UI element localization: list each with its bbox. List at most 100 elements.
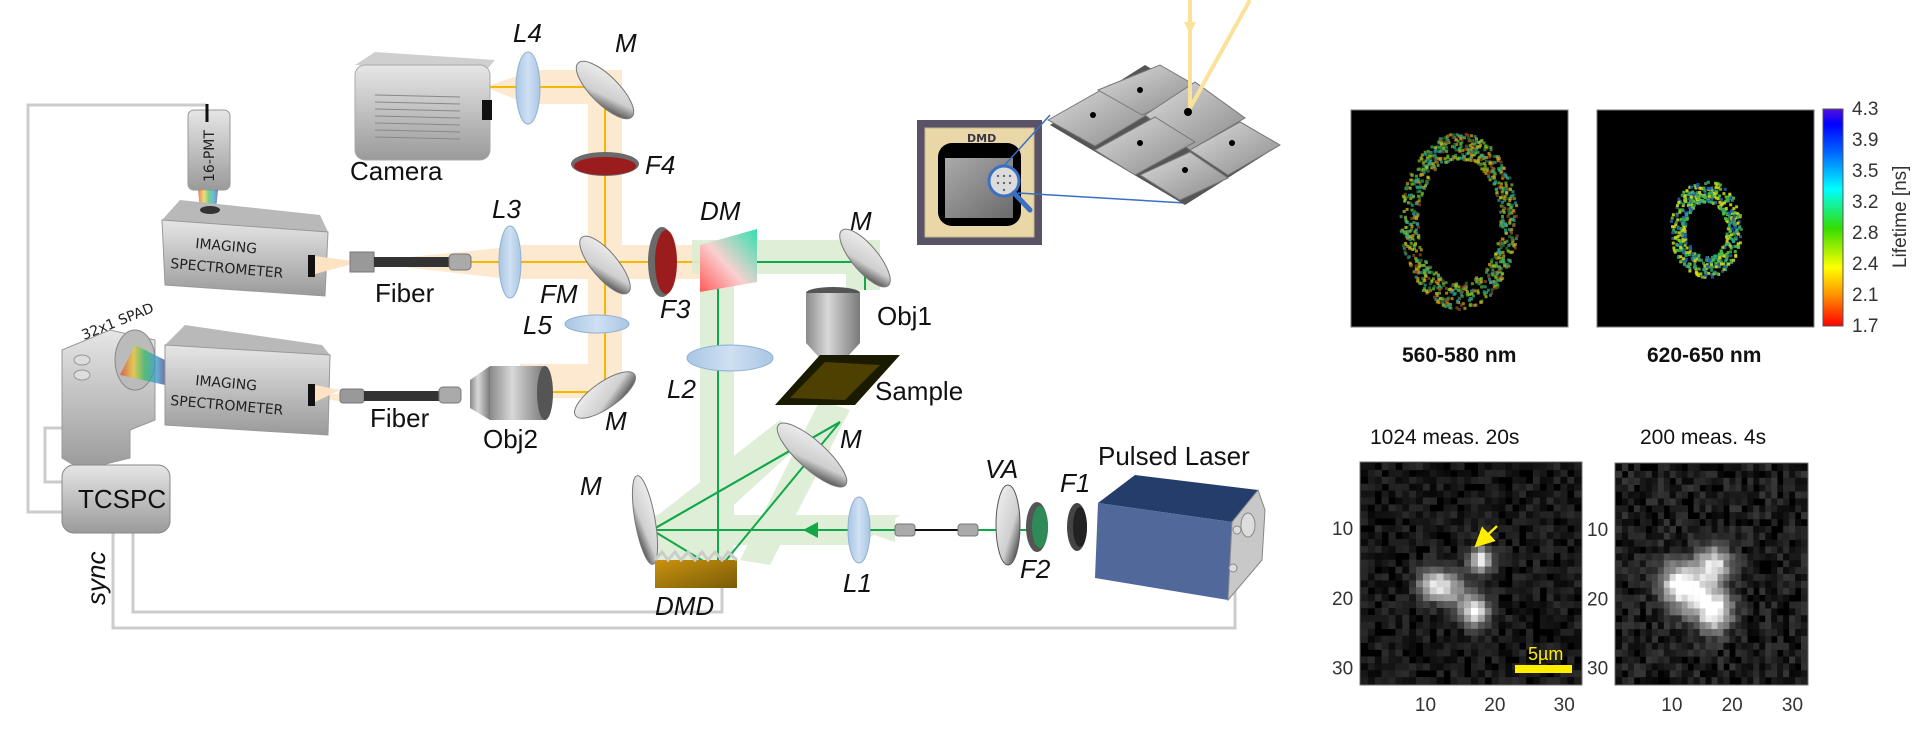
lifetime-pixel xyxy=(1449,133,1453,137)
lifetime-pixel xyxy=(1736,216,1740,220)
intensity-pixel xyxy=(1675,464,1682,472)
intensity-pixel xyxy=(1765,470,1772,479)
lifetime-pixel xyxy=(1729,233,1733,237)
intensity-pixel xyxy=(1765,477,1772,485)
lifetime-pixel xyxy=(1497,155,1500,159)
intensity-pixel xyxy=(1723,484,1730,492)
intensity-pixel xyxy=(1464,559,1472,567)
lifetime-pixel xyxy=(1426,175,1430,179)
lifetime-pixel xyxy=(1426,169,1430,173)
intensity-pixel xyxy=(1693,587,1700,595)
intensity-pixel xyxy=(1687,649,1694,657)
intensity-pixel xyxy=(1409,677,1417,685)
intensity-pixel xyxy=(1429,497,1437,505)
intensity-pixel xyxy=(1765,656,1772,664)
lifetime-pixel xyxy=(1453,136,1457,140)
lifetime-pixel xyxy=(1450,297,1454,301)
intensity-pixel xyxy=(1633,546,1641,554)
x-tick: 30 xyxy=(1782,695,1803,716)
intensity-pixel xyxy=(1657,574,1665,582)
lifetime-pixel xyxy=(1722,262,1726,266)
lifetime-pixel xyxy=(1510,228,1514,232)
intensity-pixel xyxy=(1681,615,1688,623)
mirror-left-excitation-label: M xyxy=(580,471,602,501)
intensity-pixel xyxy=(1777,546,1784,554)
intensity-pixel xyxy=(1693,567,1700,575)
intensity-pixel xyxy=(1723,608,1730,616)
lifetime-pixel xyxy=(1709,265,1713,269)
intensity-pixel xyxy=(1765,635,1772,644)
intensity-pixel xyxy=(1416,580,1424,588)
intensity-pixel xyxy=(1381,677,1389,685)
intensity-pixel xyxy=(1532,463,1541,471)
lifetime-pixel xyxy=(1464,132,1468,136)
lifetime-pixel xyxy=(1416,168,1420,172)
intensity-pixel xyxy=(1669,594,1676,602)
intensity-pixel xyxy=(1753,470,1760,479)
lifetime-pixel xyxy=(1409,196,1413,200)
lifetime-pixel xyxy=(1412,216,1416,220)
intensity-pixel xyxy=(1705,615,1712,623)
intensity-pixel xyxy=(1759,491,1766,499)
intensity-pixel xyxy=(1729,532,1736,540)
intensity-pixel xyxy=(1512,559,1520,567)
lifetime-pixel xyxy=(1737,245,1741,249)
lifetime-pixel xyxy=(1406,244,1410,248)
lifetime-pixel xyxy=(1688,266,1692,270)
intensity-pixel xyxy=(1741,615,1748,623)
intensity-pixel xyxy=(1681,587,1688,595)
intensity-pixel xyxy=(1505,552,1513,560)
intensity-pixel xyxy=(1705,594,1712,602)
intensity-pixel xyxy=(1777,498,1784,506)
intensity-pixel xyxy=(1681,574,1688,582)
intensity-pixel xyxy=(1723,615,1730,623)
lifetime-pixel xyxy=(1499,166,1503,170)
intensity-pixel xyxy=(1416,635,1424,643)
lifetime-pixel xyxy=(1724,207,1728,210)
intensity-pixel xyxy=(1622,539,1629,547)
intensity-pixel xyxy=(1657,498,1665,506)
lens-l5: L5 xyxy=(523,310,630,340)
lifetime-pixel xyxy=(1422,171,1426,175)
intensity-pixel xyxy=(1367,566,1376,574)
intensity-pixel xyxy=(1512,469,1520,478)
intensity-pixel xyxy=(1484,559,1492,567)
intensity-pixel xyxy=(1747,484,1754,492)
intensity-pixel xyxy=(1717,580,1724,589)
intensity-pixel xyxy=(1381,642,1389,650)
intensity-pixel xyxy=(1367,532,1376,540)
intensity-pixel xyxy=(1395,504,1403,512)
lifetime-pixel xyxy=(1671,241,1675,245)
intensity-pixel xyxy=(1505,621,1513,629)
intensity-pixel xyxy=(1477,628,1486,636)
lifetime-pixel xyxy=(1503,194,1507,198)
intensity-pixel xyxy=(1616,567,1623,575)
lifetime-pixel xyxy=(1693,259,1697,263)
lifetime-pixel xyxy=(1690,203,1694,207)
lifetime-pixel xyxy=(1510,211,1514,215)
intensity-pixel xyxy=(1741,649,1748,657)
lifetime-pixel xyxy=(1723,187,1727,191)
lifetime-pixel xyxy=(1736,214,1740,218)
lifetime-pixel xyxy=(1468,296,1472,300)
lifetime-pixel xyxy=(1501,218,1505,222)
intensity-pixel xyxy=(1771,677,1778,685)
intensity-pixel xyxy=(1436,635,1444,643)
pmt-detector: 16-PMT xyxy=(187,104,231,210)
intensity-pixel xyxy=(1402,656,1410,664)
intensity-pixel xyxy=(1633,601,1641,609)
intensity-pixel xyxy=(1491,532,1499,540)
intensity-pixel xyxy=(1457,614,1465,623)
lifetime-pixel xyxy=(1406,182,1410,186)
intensity-pixel xyxy=(1729,587,1736,595)
intensity-pixel xyxy=(1669,574,1676,582)
intensity-pixel xyxy=(1532,594,1541,602)
lifetime-pixel xyxy=(1405,221,1409,224)
intensity-pixel xyxy=(1622,649,1629,657)
intensity-pixel xyxy=(1402,463,1410,471)
intensity-pixel xyxy=(1693,580,1700,589)
intensity-pixel xyxy=(1422,677,1431,685)
intensity-pixel xyxy=(1498,566,1506,574)
lifetime-pixel xyxy=(1717,265,1721,269)
intensity-pixel xyxy=(1374,525,1382,533)
